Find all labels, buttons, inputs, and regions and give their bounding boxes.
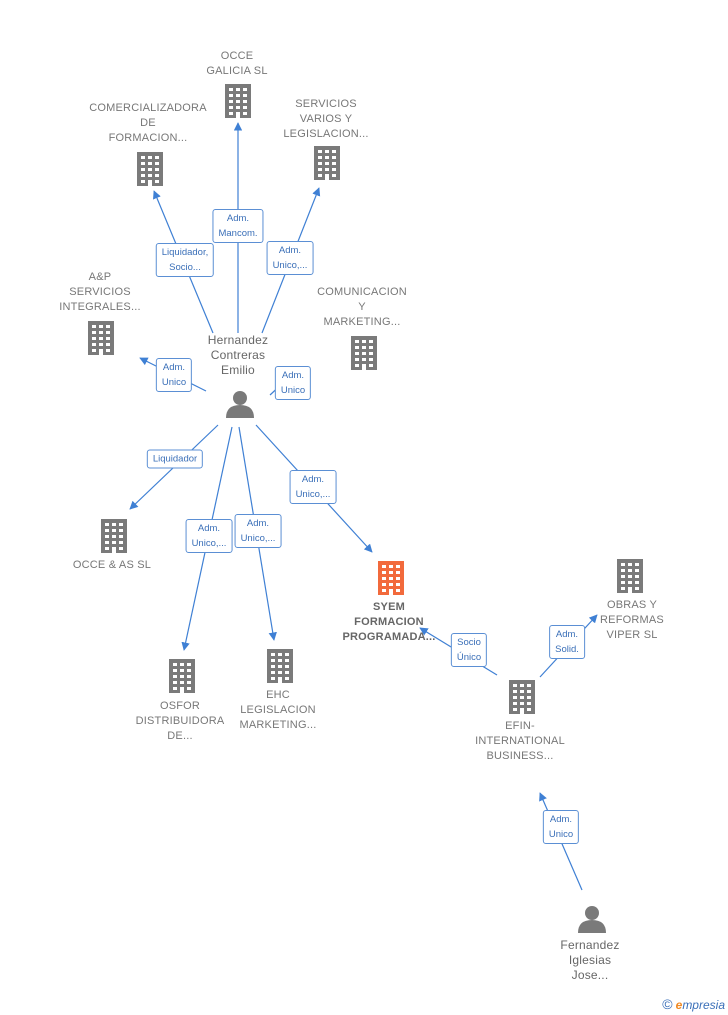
node-label-comercializadora[interactable]: COMERCIALIZADORA DE FORMACION...: [89, 102, 207, 144]
edge-label-e5[interactable]: Adm. Unico: [274, 366, 312, 400]
node-label-occe_as[interactable]: OCCE & AS SL: [72, 559, 152, 571]
edge-label-e10[interactable]: Socio Único: [450, 633, 488, 667]
edge-label-e9[interactable]: Adm. Unico,...: [234, 514, 282, 548]
edge-label-e7[interactable]: Adm. Unico,...: [289, 470, 337, 504]
node-label-ap_servicios[interactable]: A&P SERVICIOS INTEGRALES...: [59, 271, 141, 313]
edge-label-e3[interactable]: Adm. Unico,...: [266, 241, 314, 275]
edge-label-e11[interactable]: Adm. Solid.: [549, 625, 585, 659]
building-icon-occe_as[interactable]: [101, 519, 127, 553]
brand-initial: e: [675, 998, 683, 1012]
brand-name: mpresia: [682, 998, 725, 1012]
node-label-hernandez[interactable]: Hernandez Contreras Emilio: [207, 333, 269, 377]
building-icon-obras[interactable]: [617, 559, 643, 593]
node-label-servicios_varios[interactable]: SERVICIOS VARIOS Y LEGISLACION...: [283, 98, 369, 140]
node-label-fernandez[interactable]: Fernandez Iglesias Jose...: [560, 938, 620, 982]
building-icon-syem[interactable]: [378, 561, 404, 595]
node-label-ehc[interactable]: EHC LEGISLACION MARKETING...: [239, 689, 317, 731]
node-label-comunicacion[interactable]: COMUNICACION Y MARKETING...: [317, 286, 407, 328]
edge-label-e6[interactable]: Liquidador: [146, 449, 204, 469]
building-icon-comunicacion[interactable]: [351, 336, 377, 370]
person-icon-fernandez[interactable]: [578, 906, 606, 933]
edge-label-e8[interactable]: Adm. Unico,...: [185, 519, 233, 553]
building-icon-ehc[interactable]: [267, 649, 293, 683]
building-icon-ap_servicios[interactable]: [88, 321, 114, 355]
edges-layer: [129, 122, 598, 891]
building-icon-comercializadora[interactable]: [137, 152, 163, 186]
node-label-occe_galicia[interactable]: OCCE GALICIA SL: [206, 50, 268, 77]
node-label-efin[interactable]: EFIN- INTERNATIONAL BUSINESS...: [475, 720, 565, 762]
edge-label-e12[interactable]: Adm. Unico: [542, 810, 580, 844]
building-icon-servicios_varios[interactable]: [314, 146, 340, 180]
edge-label-e1[interactable]: Adm. Mancom.: [212, 209, 264, 243]
brand-logo[interactable]: ©empresia: [662, 996, 725, 1012]
node-label-osfor[interactable]: OSFOR DISTRIBUIDORA DE...: [135, 700, 225, 742]
node-label-obras[interactable]: OBRAS Y REFORMAS VIPER SL: [600, 599, 664, 641]
edge-label-e2[interactable]: Liquidador, Socio...: [155, 243, 215, 277]
copyright-symbol: ©: [662, 996, 673, 1012]
building-icon-occe_galicia[interactable]: [225, 84, 251, 118]
edge-label-e4[interactable]: Adm. Unico: [155, 358, 193, 392]
building-icon-osfor[interactable]: [169, 659, 195, 693]
person-icon-hernandez[interactable]: [226, 391, 254, 418]
node-label-syem[interactable]: SYEM FORMACION PROGRAMADA...: [342, 601, 436, 643]
building-icon-efin[interactable]: [509, 680, 535, 714]
icons-layer: [88, 84, 643, 933]
